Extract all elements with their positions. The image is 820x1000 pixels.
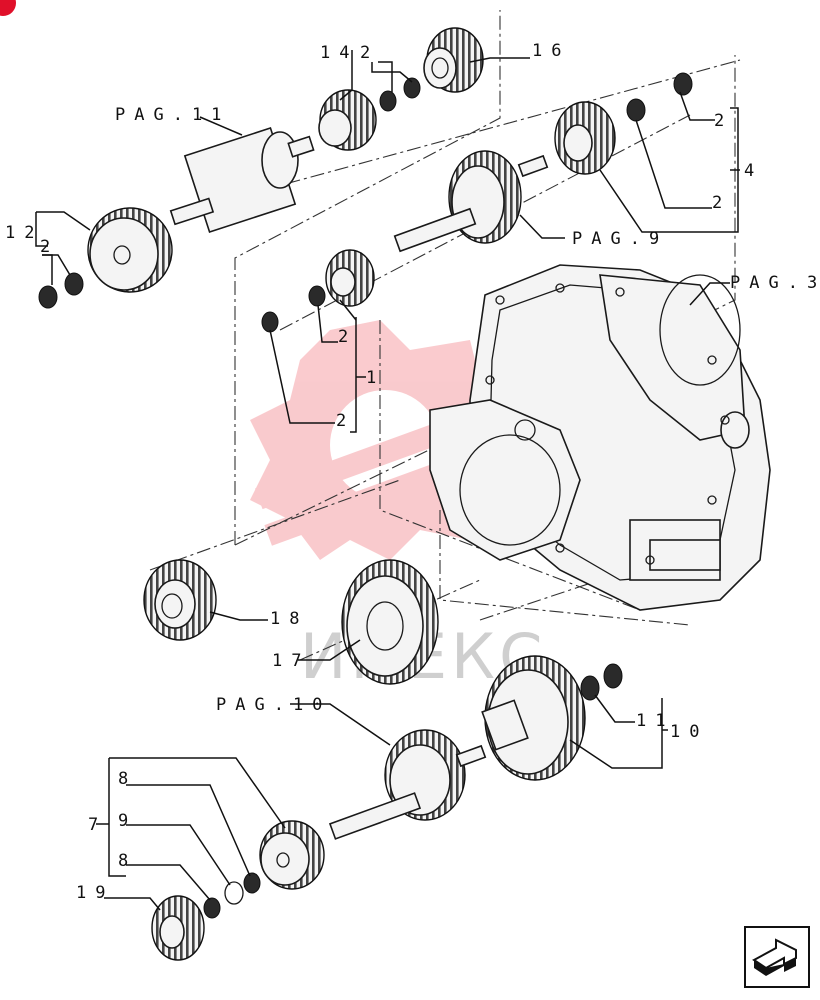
callout-19: 19: [76, 883, 114, 903]
callout-18: 18: [270, 609, 308, 629]
callout-17: 17: [272, 651, 310, 671]
gear-18: [143, 559, 217, 641]
callout-1: 1: [366, 368, 385, 388]
gear-7: [203, 820, 325, 919]
callout-2-center-low: 2: [336, 411, 355, 431]
callout-2-left: 2: [40, 237, 59, 257]
transmission-housing: [429, 264, 771, 611]
callout-9: 9: [118, 811, 137, 831]
callout-2-right-mid: 2: [712, 193, 731, 213]
callout-pag11: PAG.11: [115, 105, 230, 125]
callout-11: 11: [636, 711, 674, 731]
callout-labels: 16 14 2 PAG.11 2 4 2 PAG.9 12 2 PAG.3 2 …: [5, 41, 820, 903]
gear-10: [481, 655, 623, 781]
corner-badge: [0, 0, 16, 16]
next-page-button[interactable]: [744, 926, 810, 988]
callout-2-right-top: 2: [714, 111, 733, 131]
gear-16: [423, 27, 484, 93]
callout-2-center: 2: [338, 327, 357, 347]
callout-pag3: PAG.3: [730, 273, 820, 293]
callout-8-bottom: 8: [118, 851, 137, 871]
callout-12: 12: [5, 223, 43, 243]
shaft-assembly-pag9: [393, 150, 549, 253]
callout-10: 10: [670, 722, 708, 742]
callout-16: 16: [532, 41, 570, 61]
callout-leaders: [35, 50, 740, 911]
callout-7: 7: [88, 815, 107, 835]
gear-17: [341, 559, 439, 685]
callout-14: 14: [320, 43, 358, 63]
gear-4: [554, 72, 693, 175]
next-page-arrow-icon: [752, 938, 797, 976]
gear-19: [151, 895, 205, 961]
gear-12: [38, 207, 173, 309]
callout-pag9: PAG.9: [572, 229, 668, 249]
gear-14: [318, 89, 377, 151]
shaft-assembly-pag10: [328, 729, 487, 840]
callout-pag10: PAG.10: [216, 695, 331, 715]
bearings-top: [379, 77, 421, 112]
gear-1: [261, 249, 375, 333]
callout-2-top: 2: [360, 43, 379, 63]
callout-4: 4: [744, 161, 763, 181]
shaft-assembly-pag11: [169, 127, 315, 233]
callout-8-top: 8: [118, 769, 137, 789]
